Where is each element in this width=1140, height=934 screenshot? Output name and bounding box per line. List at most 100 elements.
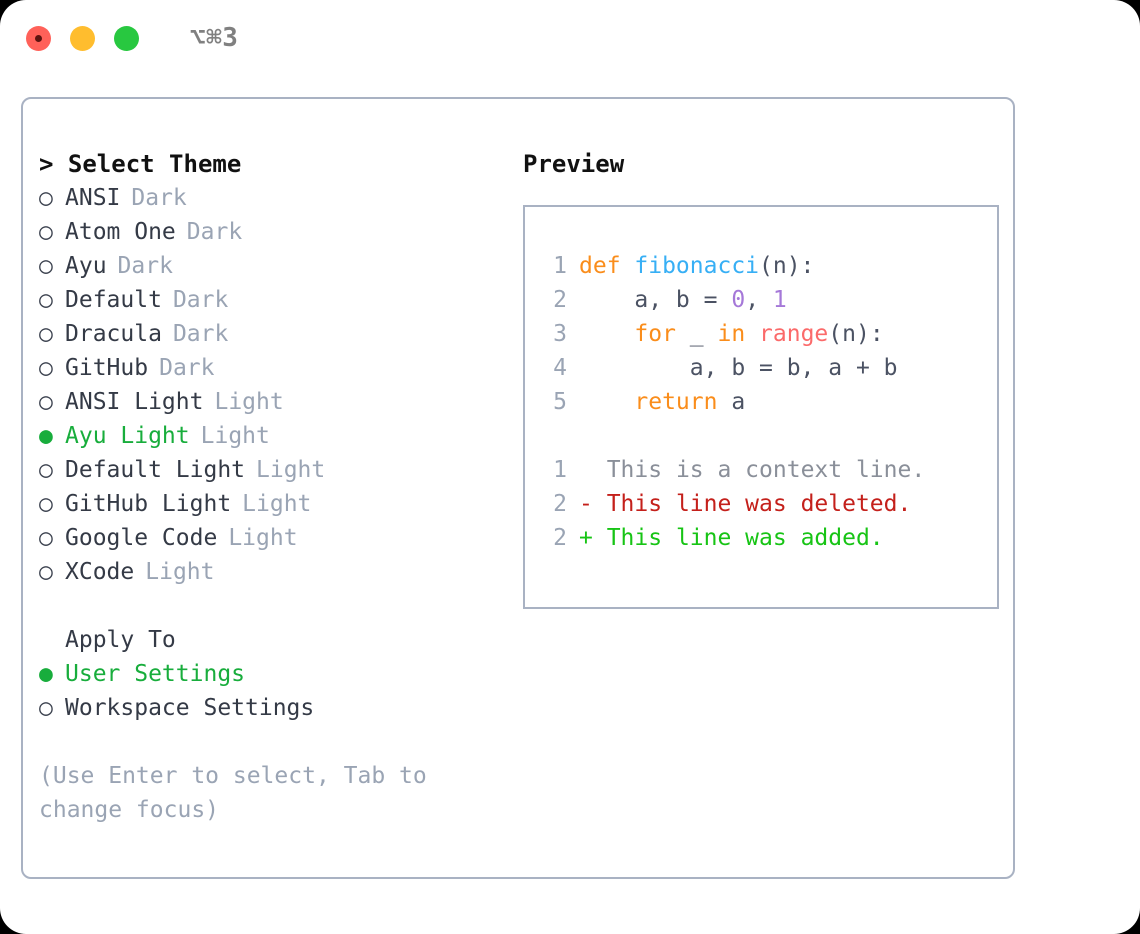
theme-option-tag: Dark: [159, 355, 215, 381]
apply-to-option-label: User Settings: [65, 661, 246, 687]
window-controls: [26, 25, 139, 51]
theme-option-github[interactable]: ○ GitHub Dark: [39, 351, 503, 385]
radio-selected-icon: ●: [39, 661, 53, 687]
diff-sample: 1 This is a context line.2- This line wa…: [525, 453, 997, 555]
code-token-plain: a, b = b, a + b: [579, 355, 898, 381]
code-token-plain: [579, 317, 634, 351]
theme-option-tag: Light: [214, 389, 284, 415]
radio-selected-icon: ●: [39, 423, 53, 449]
code-token-plain: a, b =: [579, 287, 732, 313]
preview-heading: Preview: [523, 150, 625, 178]
radio-unselected-icon: ○: [39, 389, 53, 415]
theme-option-tag: Light: [242, 491, 312, 517]
radio-unselected-icon: ○: [39, 321, 53, 347]
code-line: 4 a, b = b, a + b: [525, 351, 997, 385]
code-line: 3 for _ in range(n):: [525, 317, 997, 351]
diff-text: This line was added.: [606, 525, 884, 551]
theme-option-ansi-light[interactable]: ○ ANSI Light Light: [39, 385, 503, 419]
code-token-plain: [745, 317, 759, 351]
maximize-button[interactable]: [114, 25, 139, 51]
theme-option-tag: Dark: [172, 321, 229, 347]
theme-option-label: Default Light: [65, 457, 246, 483]
code-token-num: 1: [772, 287, 787, 313]
line-number: 2: [553, 491, 567, 517]
apply-to-option-label: Workspace Settings: [65, 695, 315, 721]
code-token-plain: (n):: [828, 321, 884, 347]
select-theme-heading: > Select Theme: [39, 150, 242, 178]
theme-option-label: Ayu: [65, 253, 107, 279]
radio-unselected-icon: ○: [39, 457, 53, 483]
radio-unselected-icon: ○: [39, 525, 53, 551]
line-number: 2: [553, 525, 567, 551]
theme-option-tag: Light: [228, 525, 298, 551]
radio-unselected-icon: ○: [39, 219, 53, 245]
diff-prefix: -: [579, 491, 607, 517]
theme-option-label: ANSI Light: [65, 389, 204, 415]
code-token-plain: (n):: [759, 253, 815, 279]
code-token-plain: ,: [745, 287, 773, 313]
diff-text: This line was deleted.: [606, 491, 912, 517]
diff-line-del: 2- This line was deleted.: [525, 487, 997, 521]
diff-prefix: [579, 453, 607, 487]
code-token-plain: [579, 385, 634, 419]
diff-prefix: +: [579, 525, 607, 551]
code-token-plain: a: [717, 389, 746, 415]
theme-option-label: GitHub: [65, 355, 149, 381]
code-token-kw: in: [717, 321, 746, 347]
theme-option-label: Atom One: [65, 219, 176, 245]
title-bar: ⌥⌘3: [0, 0, 1140, 76]
code-token-kw: for: [634, 321, 676, 347]
apply-to-heading: Apply To: [65, 627, 176, 653]
theme-option-tag: Dark: [117, 253, 173, 279]
line-number: 4: [553, 355, 567, 381]
apply-to-list[interactable]: ● User Settings ○ Workspace Settings: [39, 657, 503, 725]
keyboard-hint: (Use Enter to select, Tab to change focu…: [39, 763, 427, 823]
diff-line-ctx: 1 This is a context line.: [525, 453, 997, 487]
code-token-kw: def: [579, 253, 635, 279]
apply-to-option-user-settings[interactable]: ● User Settings: [39, 657, 503, 691]
radio-unselected-icon: ○: [39, 185, 53, 211]
code-token-plain: _: [675, 321, 718, 347]
code-line: 2 a, b = 0, 1: [525, 283, 997, 317]
diff-line-add: 2 + This line was added.: [525, 521, 997, 555]
radio-unselected-icon: ○: [39, 253, 53, 279]
theme-option-label: Ayu Light: [65, 423, 190, 449]
code-token-fn: fibonacci: [634, 253, 760, 279]
theme-option-tag: Dark: [172, 287, 229, 313]
minimize-button[interactable]: [70, 25, 95, 51]
theme-option-ayu[interactable]: ○ Ayu Dark: [39, 249, 503, 283]
line-number: 3: [553, 321, 567, 347]
apply-to-option-workspace-settings[interactable]: ○ Workspace Settings: [39, 691, 503, 725]
code-token-call: range: [759, 321, 829, 347]
line-number: 1: [553, 457, 567, 483]
code-line: 5 return a: [525, 385, 997, 419]
theme-option-tag: Light: [145, 559, 215, 585]
theme-option-tag: Dark: [131, 185, 187, 211]
theme-option-ansi[interactable]: ○ ANSI Dark: [39, 181, 503, 215]
radio-unselected-icon: ○: [39, 355, 53, 381]
theme-option-label: XCode: [65, 559, 135, 585]
line-number: 2: [553, 287, 567, 313]
radio-unselected-icon: ○: [39, 287, 53, 313]
line-number: 5: [553, 389, 567, 415]
diff-text: This is a context line.: [606, 457, 926, 483]
theme-option-label: ANSI: [65, 185, 121, 211]
radio-unselected-icon: ○: [39, 695, 53, 721]
close-button[interactable]: [26, 25, 51, 51]
window-title: ⌥⌘3: [190, 23, 239, 53]
